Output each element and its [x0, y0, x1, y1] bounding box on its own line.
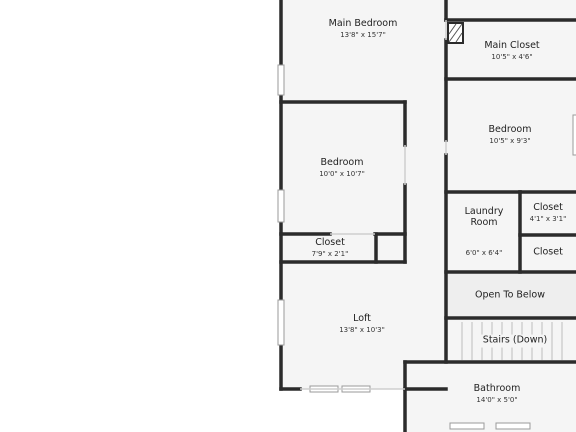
window-main-bedroom [277, 64, 285, 96]
doorways [300, 20, 447, 390]
room-dims: 10'5" x 9'3" [489, 136, 531, 145]
window-loft [277, 299, 285, 346]
chase-hatch [447, 22, 464, 44]
floor-open-to-below [446, 272, 576, 318]
floor-main-bedroom [281, 0, 446, 102]
room-name: Bedroom [488, 124, 532, 136]
floor-areas [281, 0, 576, 432]
room-closet-east: Closet 4'1" x 3'1" [529, 202, 567, 223]
room-dims: 4'1" x 3'1" [529, 214, 567, 223]
floor-bedroom-west [281, 102, 405, 234]
room-name: Closet [315, 237, 345, 249]
room-dims: 10'0" x 10'7" [319, 169, 365, 178]
room-closet-west: Closet 7'9" x 2'1" [311, 237, 349, 258]
room-name: Open To Below [475, 289, 545, 301]
room-main-closet: Main Closet 10'5" x 4'6" [484, 40, 540, 61]
window-bathroom-1 [449, 422, 485, 430]
room-bathroom: Bathroom 14'0" x 5'0" [473, 383, 521, 404]
floor-top-strip [446, 0, 576, 20]
floor-main-closet [446, 20, 576, 79]
window-bedroom-west [277, 189, 285, 223]
room-open-to-below: Open To Below [475, 289, 545, 302]
room-name: Loft [353, 313, 371, 325]
room-name: Stairs (Down) [482, 334, 548, 346]
room-main-bedroom: Main Bedroom 13'8" x 15'7" [328, 18, 398, 39]
room-name: Closet [533, 202, 563, 214]
room-dims: 14'0" x 5'0" [476, 395, 518, 404]
room-name: Main Bedroom [328, 18, 398, 30]
floor-bedroom-east [446, 79, 576, 192]
room-dims: 6'0" x 6'4" [465, 248, 503, 257]
room-closet-small: Closet [533, 246, 563, 259]
room-loft: Loft 13'8" x 10'3" [339, 313, 385, 334]
room-laundry-room: Laundry Room 6'0" x 6'4" [465, 189, 504, 275]
floor-hall [405, 100, 446, 265]
room-stairs: Stairs (Down) [479, 334, 551, 348]
room-dims: 10'5" x 4'6" [491, 52, 533, 61]
room-dims: 7'9" x 2'1" [311, 249, 349, 258]
window-bathroom-2 [495, 422, 531, 430]
window-bedroom-east [572, 114, 576, 156]
room-name: Main Closet [484, 40, 540, 52]
floor-bathroom [405, 362, 576, 432]
room-dims: 13'8" x 10'3" [339, 325, 385, 334]
room-name: Laundry Room [464, 206, 504, 229]
room-bedroom-east: Bedroom 10'5" x 9'3" [488, 124, 532, 145]
room-name: Bedroom [320, 157, 364, 169]
room-name: Closet [533, 246, 563, 258]
room-name: Bathroom [473, 383, 521, 395]
floor-closet-west [281, 234, 405, 262]
floor-laundry [446, 192, 576, 272]
room-dims: 13'8" x 15'7" [340, 30, 386, 39]
room-bedroom-west: Bedroom 10'0" x 10'7" [319, 157, 365, 178]
